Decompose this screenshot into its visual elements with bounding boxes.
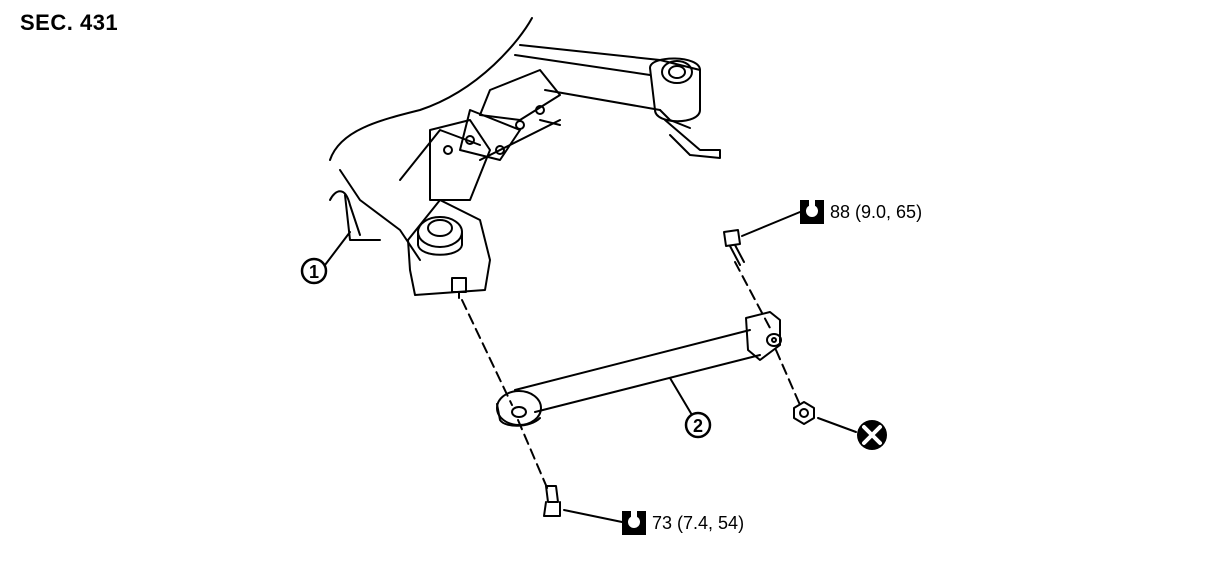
torque-spec-lower: 73 (7.4, 54) bbox=[622, 511, 744, 535]
section-label: SEC. 431 bbox=[20, 10, 119, 35]
do-not-reuse-icon bbox=[857, 420, 887, 450]
nut bbox=[793, 401, 815, 425]
torque-spec-upper-value: 88 (9.0, 65) bbox=[830, 201, 923, 222]
callout-part1-number: 1 bbox=[309, 262, 319, 282]
assembly-line-bolt-lower bbox=[517, 419, 549, 491]
callout-part1: 1 bbox=[300, 257, 328, 285]
callout-part2: 2 bbox=[684, 411, 712, 439]
leader-part2 bbox=[669, 377, 693, 416]
assembly-line-bolt-upper bbox=[734, 261, 771, 329]
torque-spec-upper: 88 (9.0, 65) bbox=[800, 200, 922, 224]
leader-torque-lower bbox=[563, 509, 623, 523]
callout-part2-number: 2 bbox=[693, 416, 703, 436]
subframe-member bbox=[329, 17, 721, 299]
lower-bolt bbox=[543, 485, 561, 517]
leader-torque-upper bbox=[741, 211, 801, 237]
torque-wrench-icon bbox=[800, 200, 824, 224]
assembly-line-nut bbox=[775, 349, 801, 406]
torque-wrench-icon bbox=[622, 511, 646, 535]
leader-part1 bbox=[324, 231, 351, 266]
lateral-link bbox=[496, 311, 782, 427]
torque-spec-lower-value: 73 (7.4, 54) bbox=[652, 512, 745, 533]
assembly-line-front bbox=[461, 299, 513, 406]
leader-nut-replace bbox=[817, 417, 857, 433]
upper-bolt bbox=[723, 229, 745, 266]
